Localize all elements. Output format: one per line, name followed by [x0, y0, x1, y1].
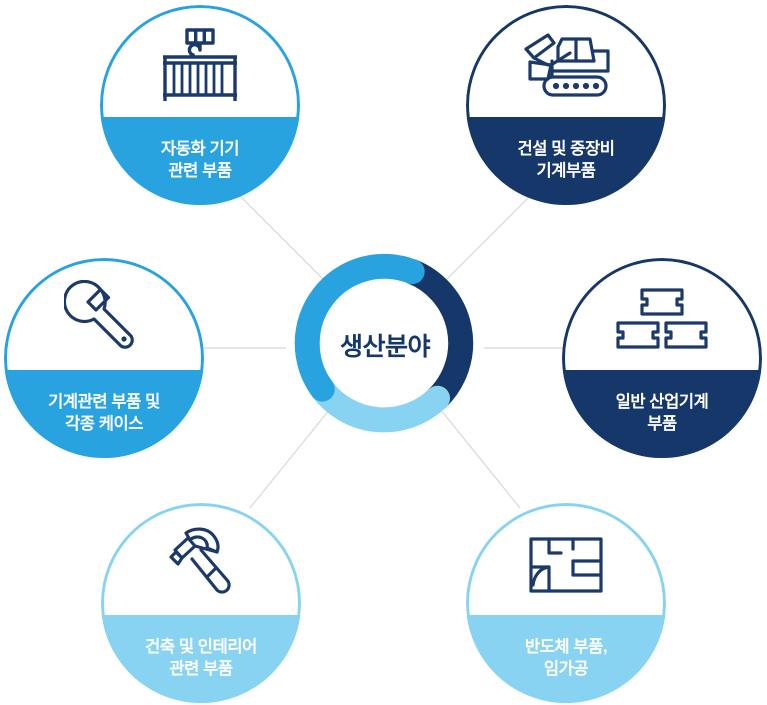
- node-architecture-label: 건축 및 인테리어 관련 부품: [101, 615, 301, 703]
- hub-segment-light: [309, 376, 450, 433]
- node-industrial-label-line2: 부품: [647, 415, 677, 433]
- node-industrial-ring: [562, 258, 762, 458]
- node-semiconductor-ring: [466, 503, 666, 703]
- node-automation-label: 자동화 기기 관련 부품: [100, 117, 300, 205]
- node-industrial-label: 일반 산업기계 부품: [562, 370, 762, 458]
- node-construction-label: 건설 및 중장비 기계부품: [466, 117, 666, 205]
- node-automation-label-line2: 관련 부품: [168, 162, 232, 180]
- center-hub: 생산분야: [290, 250, 480, 440]
- node-semiconductor[interactable]: 반도체 부품, 임가공: [466, 503, 666, 703]
- node-industrial[interactable]: 일반 산업기계 부품: [562, 258, 762, 458]
- node-machine-parts-ring: [4, 258, 204, 458]
- node-architecture-label-line1: 건축 및 인테리어: [145, 638, 257, 657]
- node-architecture-ring: [101, 503, 301, 703]
- node-machine-parts[interactable]: 기계관련 부품 및 각종 케이스: [4, 258, 204, 458]
- node-semiconductor-label-line2: 임가공: [543, 660, 589, 678]
- node-semiconductor-label: 반도체 부품, 임가공: [466, 615, 666, 703]
- node-automation[interactable]: 자동화 기기 관련 부품: [100, 5, 300, 205]
- crane-gate-icon: [100, 21, 300, 113]
- node-construction-label-line1: 건설 및 중장비: [517, 140, 615, 159]
- node-construction-ring: [466, 5, 666, 205]
- node-architecture-label-line2: 관련 부품: [169, 660, 233, 678]
- hub-label: 생산분야: [339, 333, 431, 361]
- node-machine-parts-label-line2: 각종 케이스: [64, 415, 144, 433]
- excavator-icon: [466, 21, 666, 113]
- node-construction[interactable]: 건설 및 중장비 기계부품: [466, 5, 666, 205]
- hammer-icon: [101, 519, 301, 611]
- hub-segment-navy: [399, 259, 474, 411]
- floor-plan-icon: [466, 519, 666, 611]
- node-automation-ring: [100, 5, 300, 205]
- node-machine-parts-label: 기계관련 부품 및 각종 케이스: [4, 370, 204, 458]
- interlocking-blocks-icon: [562, 274, 762, 366]
- hub-segment-mid: [294, 253, 425, 402]
- node-machine-parts-label-line1: 기계관련 부품 및: [48, 393, 160, 412]
- node-industrial-label-line1: 일반 산업기계: [615, 393, 709, 412]
- wrench-icon: [4, 274, 204, 366]
- node-automation-label-line1: 자동화 기기: [160, 140, 240, 159]
- node-semiconductor-label-line1: 반도체 부품,: [524, 638, 608, 657]
- node-architecture[interactable]: 건축 및 인테리어 관련 부품: [101, 503, 301, 703]
- node-construction-label-line2: 기계부품: [536, 162, 596, 180]
- hub-donut-chart: [294, 253, 474, 433]
